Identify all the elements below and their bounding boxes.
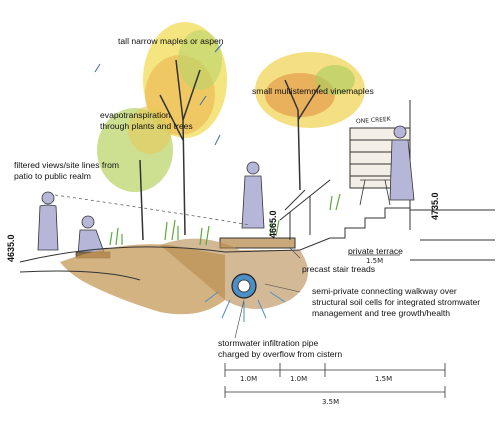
standing-figure-left bbox=[37, 191, 59, 251]
soil-basin bbox=[60, 238, 308, 315]
dimension-terrace: 1.5M bbox=[366, 257, 384, 265]
infiltration-pipe bbox=[231, 273, 257, 299]
label-walkway-3: management and tree growth/health bbox=[312, 308, 451, 318]
label-walkway-1: semi-private connecting walkway over bbox=[312, 286, 457, 296]
sight-line bbox=[54, 194, 251, 226]
label-walkway-2: structural soil cells for integrated str… bbox=[312, 297, 481, 307]
dimension-lines bbox=[224, 254, 446, 398]
vine-maple-canopy bbox=[255, 52, 365, 128]
walking-figure bbox=[241, 161, 265, 229]
label-views-2: patio to public realm bbox=[14, 171, 91, 181]
leader-lines bbox=[234, 247, 301, 339]
elevation-right: 4735.0 bbox=[430, 192, 440, 220]
evapotranspiration-arrows bbox=[94, 43, 223, 146]
left-tree-canopy bbox=[97, 106, 173, 192]
terrace-furniture bbox=[359, 179, 391, 206]
dimension-seg1: 1.0M bbox=[240, 375, 258, 383]
infiltration-arrows bbox=[204, 291, 286, 322]
terrace-figure bbox=[389, 125, 415, 201]
tree-trunks bbox=[139, 59, 321, 241]
elevation-left: 4635.0 bbox=[6, 234, 16, 262]
label-precast-stairs: precast stair treads bbox=[302, 264, 376, 274]
ground-lines bbox=[19, 237, 331, 281]
grass-tufts bbox=[109, 193, 341, 246]
dimension-seg3: 1.5M bbox=[375, 375, 393, 383]
stair-railing bbox=[279, 179, 331, 240]
label-pipe-2: charged by overflow from cistern bbox=[218, 349, 343, 359]
dimension-seg2: 1.0M bbox=[290, 375, 308, 383]
label-evapotranspiration-1: evapotranspiration bbox=[100, 110, 171, 120]
dimension-total: 3.5M bbox=[322, 398, 340, 406]
label-evapotranspiration-2: through plants and trees bbox=[100, 121, 193, 131]
label-private-terrace: private terrace bbox=[348, 246, 403, 256]
label-tall-maples: tall narrow maples or aspen bbox=[118, 36, 224, 46]
label-views-1: filtered views/site lines from bbox=[14, 160, 120, 170]
label-pipe-1: stormwater infiltration pipe bbox=[218, 338, 319, 348]
label-vine-maples: small multistemmed vinemaples bbox=[252, 86, 374, 96]
elevation-middle: 4665.0 bbox=[268, 210, 278, 238]
